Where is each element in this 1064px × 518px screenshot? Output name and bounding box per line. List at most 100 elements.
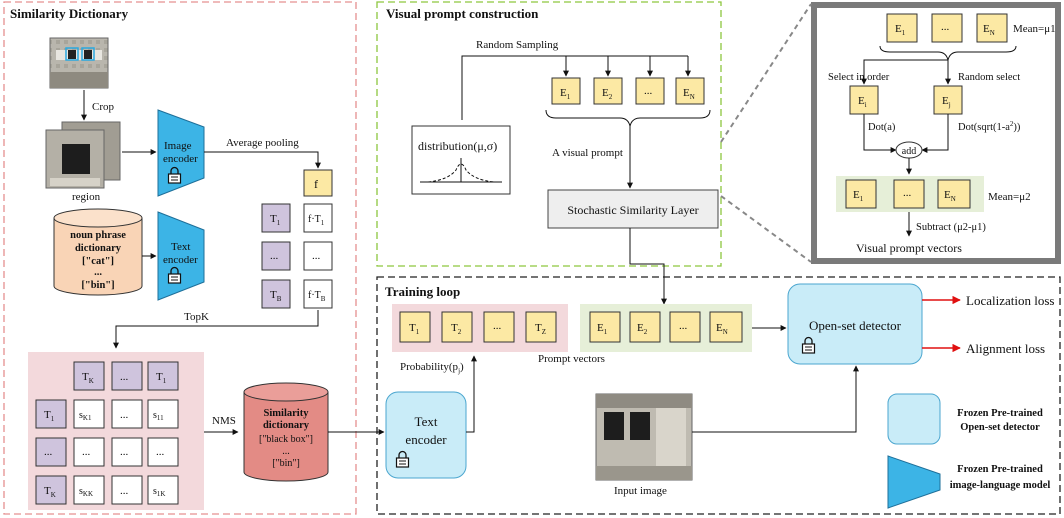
matrix-row3-c2: ... — [120, 485, 129, 497]
similarity-dictionary-cylinder — [243, 382, 329, 482]
zoom-ej-box — [933, 85, 963, 115]
t-column-boxes — [261, 203, 333, 309]
zoom-panel — [817, 8, 1055, 258]
f-vector-box — [303, 169, 333, 197]
legend-encoder-line-2: image-language model — [950, 480, 1051, 491]
zoom-mean1: Mean=μ1 — [1013, 23, 1056, 35]
dot-a-arrow — [863, 114, 897, 153]
noun-phrase-dictionary — [53, 208, 143, 296]
text-encoder-left-label-1: Text — [171, 241, 190, 253]
sim-dict-line-2: dictionary — [263, 420, 310, 431]
training-t-2: T2 — [451, 322, 462, 336]
zoom-connector-top — [720, 3, 812, 143]
open-set-detector-label: Open-set detector — [809, 318, 902, 333]
zoom-connector-bottom — [720, 195, 812, 263]
lock-icon — [167, 166, 182, 184]
similarity-dictionary-title: Similarity Dictionary — [10, 6, 129, 21]
open-set-detector — [787, 283, 923, 365]
legend-encoder-line-1: Frozen Pre-trained — [957, 464, 1043, 475]
select-in-order-arrow — [861, 59, 948, 85]
zoom-top-e-boxes — [886, 13, 1008, 43]
zoom-top-e-2: ... — [941, 21, 950, 33]
ssl-label: Stochastic Similarity Layer — [567, 203, 698, 217]
visual-prompt-label: A visual prompt — [552, 147, 623, 159]
topk-label: TopK — [184, 311, 209, 323]
noun-dict-line-1: noun phrase — [70, 230, 126, 241]
t-col-3: TB — [270, 289, 282, 303]
select-in-order-label: Select in order — [828, 72, 890, 83]
noun-dict-line-5: ["bin"] — [81, 280, 114, 291]
training-text-encoder-label-1: Text — [415, 414, 438, 429]
zoom-bottom-e-2: ... — [903, 187, 912, 199]
matrix-header-1: TK — [82, 371, 94, 385]
probability-label: Probability(pj) — [400, 361, 464, 375]
image-to-detector-arrow — [692, 365, 859, 433]
localization-loss-label: Localization loss — [966, 293, 1054, 308]
sim-dict-line-5: ["bin"] — [272, 458, 300, 469]
distribution-label: distribution(μ,σ) — [418, 139, 497, 153]
ssl-to-prompt-arrow — [629, 228, 667, 305]
training-t-1: T1 — [409, 322, 420, 336]
average-pooling-label: Average pooling — [226, 137, 299, 149]
zoom-mean2: Mean=μ2 — [988, 191, 1031, 203]
ft-col-2: ... — [312, 250, 321, 262]
zoom-bottom-e-3: EN — [944, 189, 956, 203]
vpc-e-boxes — [551, 77, 705, 105]
sim-dict-line-3: ["black box"] — [259, 434, 313, 445]
crop-label: Crop — [92, 101, 115, 113]
matrix-row2-t: ... — [44, 446, 53, 458]
ft-col-3: f·TB — [308, 290, 326, 303]
t-col-1: T1 — [270, 213, 281, 227]
matrix-row3-c3: s1K — [153, 486, 165, 498]
training-e-boxes — [589, 311, 743, 343]
crop-source-image — [49, 37, 109, 89]
training-t-boxes — [399, 311, 557, 343]
zoom-bottom-e-boxes — [845, 179, 971, 209]
matrix-row3-c1: sKK — [79, 486, 93, 498]
matrix-header-boxes — [73, 361, 179, 391]
f-vector-label: f — [314, 177, 318, 191]
random-sampling-label: Random Sampling — [476, 39, 559, 51]
add-label: add — [902, 146, 916, 157]
average-pooling-arrow — [204, 151, 321, 169]
subtract-label: Subtract (μ2-μ1) — [916, 222, 986, 233]
zoom-top-e-1: E1 — [895, 23, 906, 37]
zoom-top-e-3: EN — [983, 23, 995, 37]
vpc-e-4: EN — [683, 87, 695, 101]
ft-col-1: f·T1 — [308, 214, 325, 227]
prompt-vectors-label: Prompt vectors — [538, 353, 605, 365]
vpc-brace — [545, 109, 711, 127]
topk-arrow — [113, 310, 319, 349]
lock-icon — [801, 336, 816, 354]
text-encoder-left-label-2: encoder — [163, 254, 198, 266]
matrix-row2-c1: ... — [82, 446, 91, 458]
text-encoder-to-prompts-arrow — [466, 355, 477, 433]
training-e-1: E1 — [597, 322, 608, 336]
sim-dict-line-4: ... — [282, 446, 290, 457]
image-encoder-label-2: encoder — [163, 153, 198, 165]
alignment-loss-label: Alignment loss — [966, 341, 1045, 356]
legend-detector-line-2: Open-set detector — [960, 422, 1040, 433]
region-label: region — [72, 191, 101, 203]
noun-dict-line-3: ["cat"] — [82, 256, 114, 267]
random-select-label: Random select — [958, 72, 1020, 83]
matrix-header-2: ... — [120, 371, 129, 383]
training-e-2: E2 — [637, 322, 648, 336]
training-text-encoder-label-2: encoder — [405, 432, 447, 447]
input-image — [595, 393, 693, 481]
sim-dict-line-1: Similarity — [264, 408, 310, 419]
matrix-row3-t: TK — [44, 485, 56, 499]
training-e-4: EN — [716, 322, 728, 336]
matrix-row1-c2: ... — [120, 409, 129, 421]
visual-prompt-construction-frame — [376, 1, 722, 267]
region-image — [45, 121, 121, 189]
training-loop-title: Training loop — [385, 284, 460, 299]
matrix-row1-c3: s11 — [153, 410, 164, 422]
noun-dict-line-4: ... — [94, 267, 102, 278]
legend-detector-line-1: Frozen Pre-trained — [957, 408, 1043, 419]
dot-a-label: Dot(a) — [868, 122, 896, 133]
lock-icon — [167, 266, 182, 284]
image-encoder-label-1: Image — [164, 140, 192, 152]
legend-encoder-swatch — [887, 455, 941, 509]
